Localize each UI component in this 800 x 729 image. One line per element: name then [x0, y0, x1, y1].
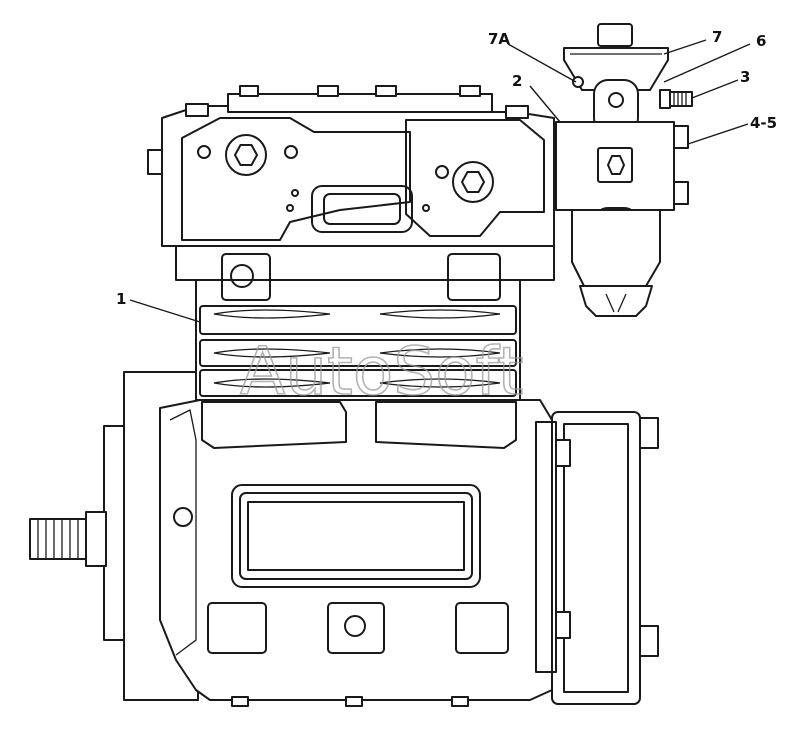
callout-1: 1 [116, 290, 126, 308]
callout-7a: 7A [488, 30, 510, 48]
callout-4-5: 4-5 [750, 114, 777, 132]
crankcase [103, 371, 553, 707]
callout-3: 3 [740, 68, 750, 86]
crankshaft-end [29, 511, 107, 567]
drive-housing [535, 411, 659, 705]
governor-assembly [555, 23, 693, 317]
callout-6: 6 [756, 32, 766, 50]
callout-leaders [129, 39, 751, 323]
watermark: AutoSoft [240, 333, 523, 410]
callout-7: 7 [712, 28, 722, 46]
head-flange [175, 245, 555, 301]
cylinder-head [147, 85, 555, 247]
callout-2: 2 [512, 72, 522, 90]
